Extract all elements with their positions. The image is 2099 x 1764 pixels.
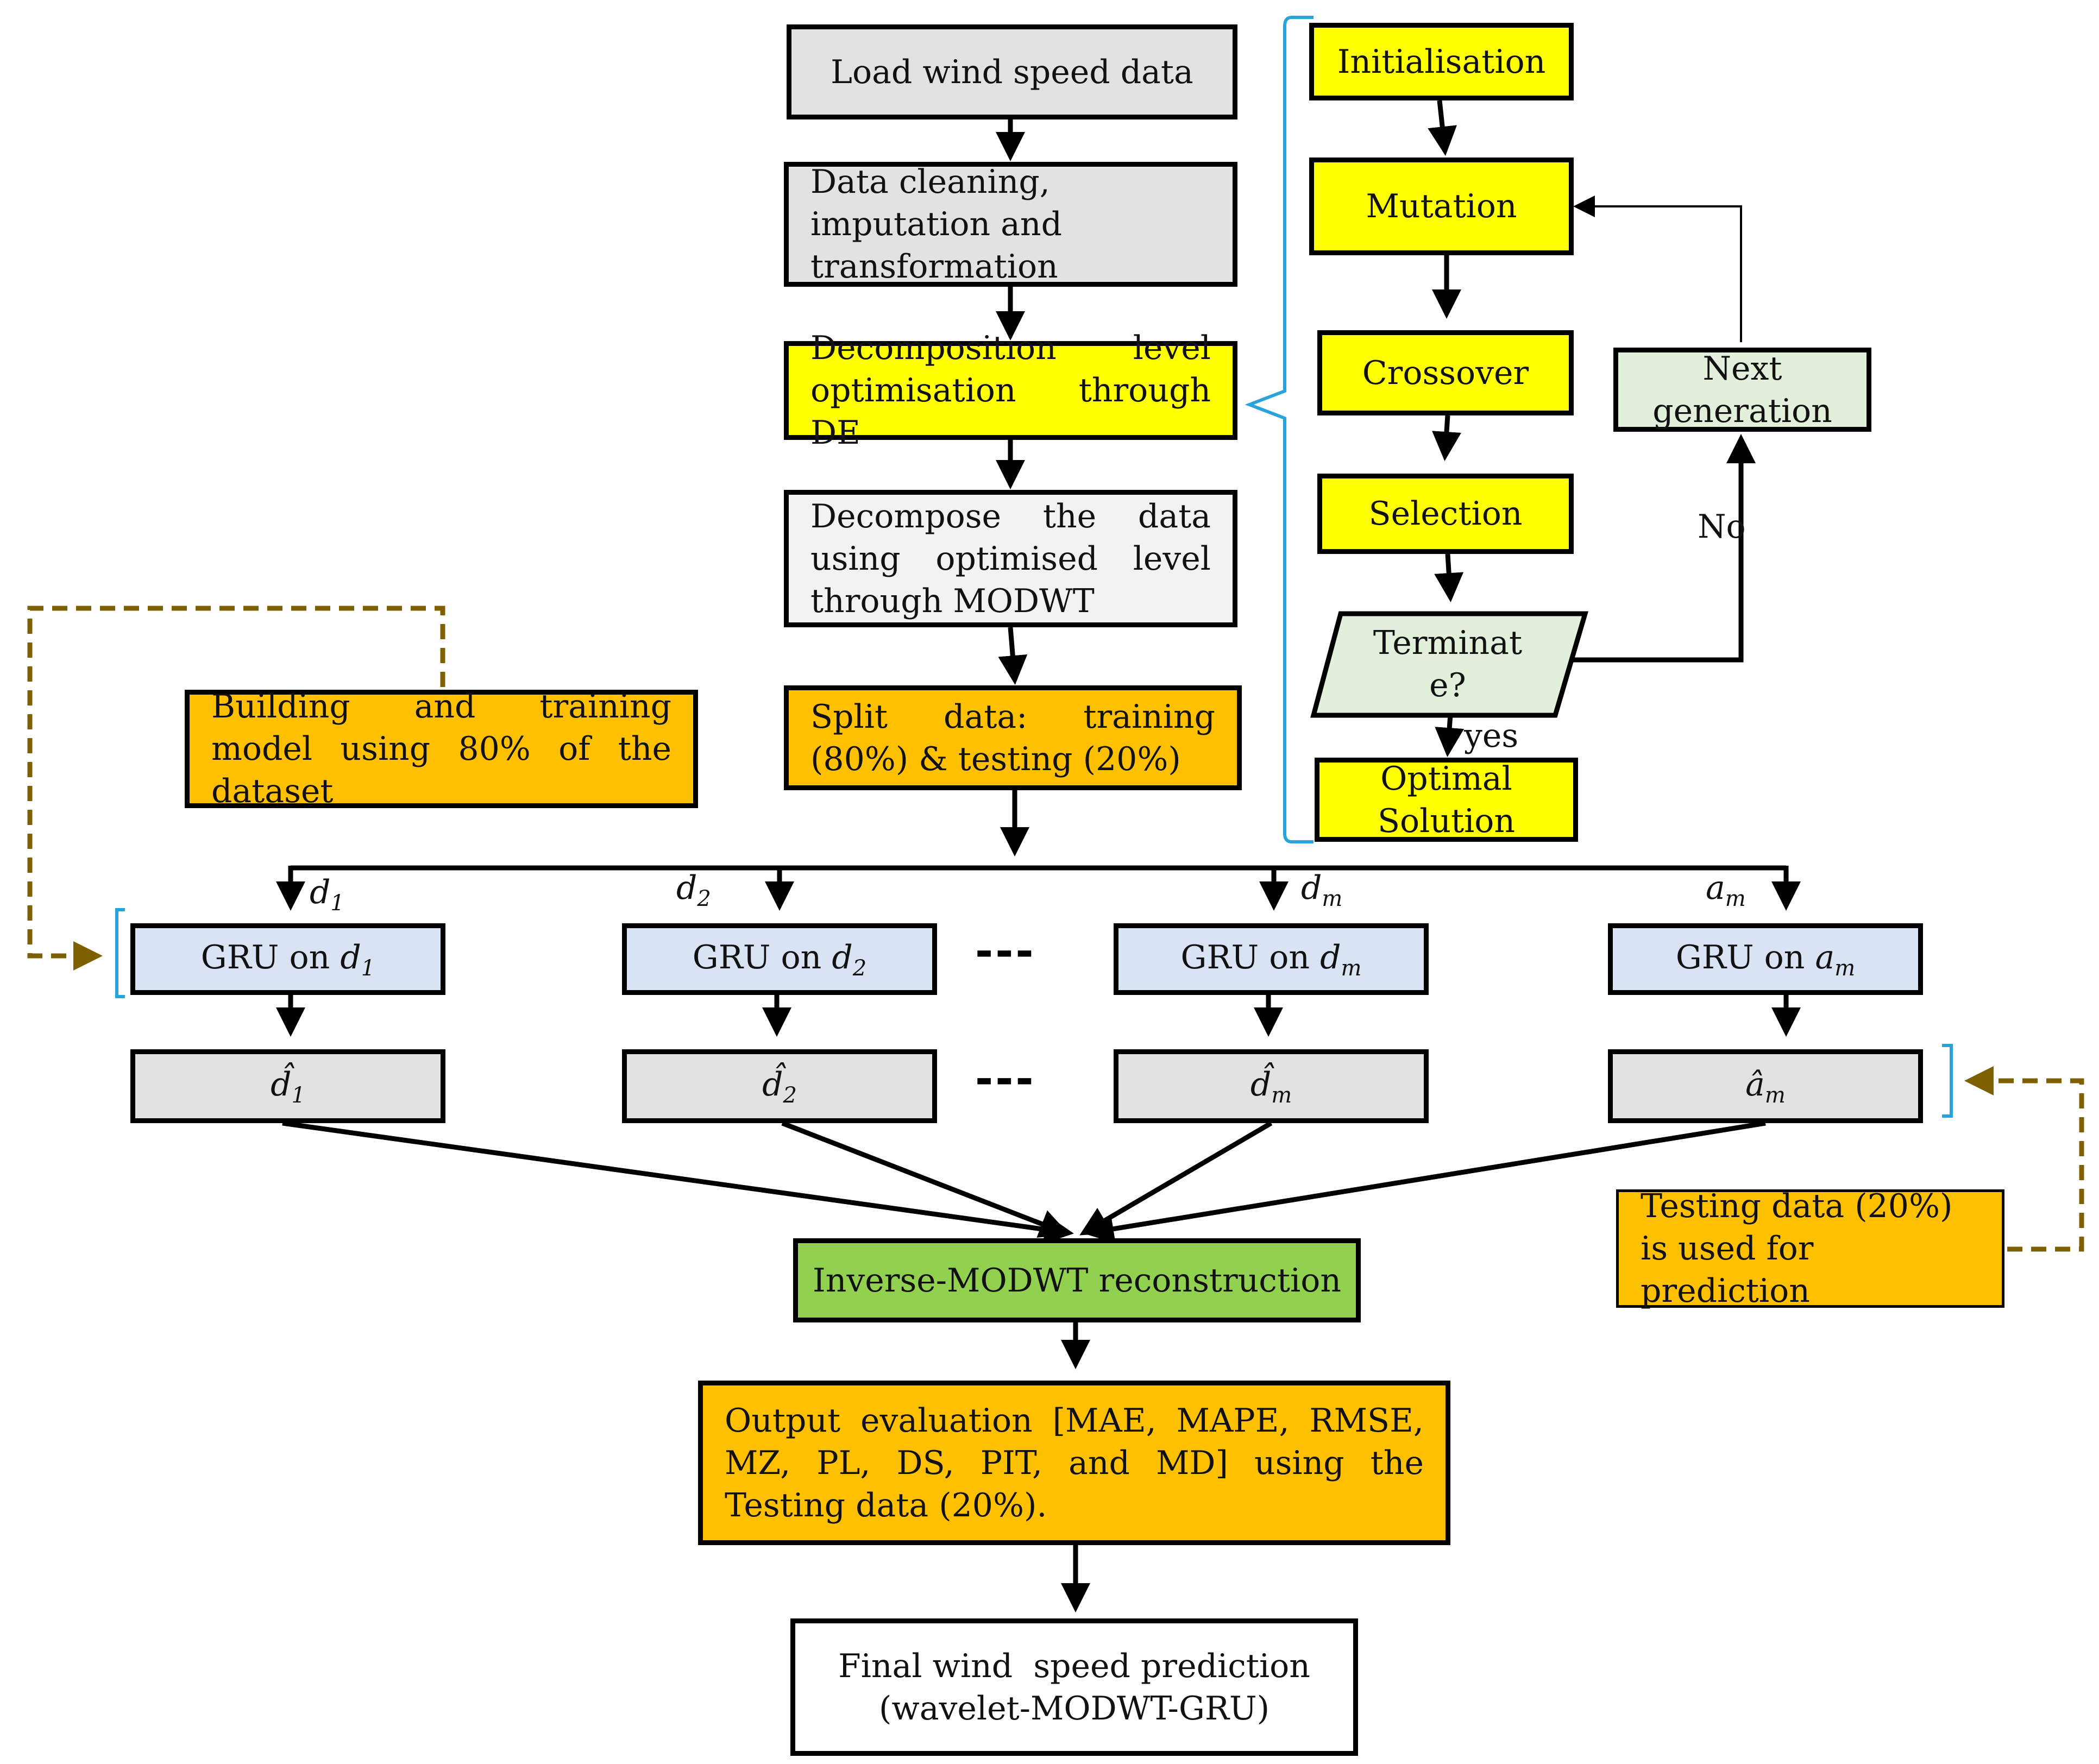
selection-box: Selection: [1317, 474, 1574, 554]
arrow-selection-to-terminate: [1434, 553, 1464, 602]
terminate-line-1: Terminat: [1373, 623, 1523, 662]
gru-d1-box: GRU on d1: [130, 923, 445, 995]
output-d2-box: d̂2: [622, 1049, 937, 1123]
data-cleaning-label: Data cleaning, imputation and transforma…: [810, 163, 1062, 286]
decomposition-optimisation-label: Decomposition level optimisation through…: [810, 329, 1211, 452]
load-data-box: Load wind speed data: [787, 24, 1237, 119]
output-am-box: âm: [1608, 1049, 1923, 1123]
output-d1-box: d̂1: [130, 1049, 445, 1123]
terminate-decision-shape: [1310, 611, 1589, 718]
final-prediction-line-2: (wavelet-MODWT-GRU): [878, 1689, 1270, 1728]
mutation-box: Mutation: [1309, 158, 1574, 255]
training-note-label: Building and training model using 80% of…: [211, 688, 671, 810]
arrow-next-to-mutation: [1573, 196, 1742, 342]
next-line-2: generation: [1652, 392, 1832, 430]
arrow-output-d1-to-reconstruction: [282, 1120, 1074, 1244]
gru-am-box: GRU on am: [1608, 923, 1923, 995]
optimal-line-1: Optimal: [1380, 759, 1512, 798]
arrow-terminate-to-next: [1570, 434, 1756, 663]
initialisation-label: Initialisation: [1337, 42, 1546, 81]
mutation-label: Mutation: [1366, 187, 1517, 225]
output-dm-box: d̂m: [1114, 1049, 1429, 1123]
branch-label-d1: d1: [310, 873, 344, 916]
evaluation-label: Output evaluation [MAE, MAPE, RMSE, MZ, …: [725, 1401, 1424, 1524]
arrow-init-to-mutation: [1428, 100, 1457, 156]
next-line-1: Next: [1702, 349, 1782, 388]
data-cleaning-box: Data cleaning, imputation and transforma…: [784, 162, 1237, 287]
testing-note-box: Testing data (20%) is used for predictio…: [1616, 1187, 2004, 1310]
reconstruction-box: Inverse-MODWT reconstruction: [793, 1238, 1361, 1322]
split-data-label: Split data: training (80%) & testing (20…: [810, 697, 1215, 778]
optimal-line-2: Solution: [1377, 802, 1516, 840]
training-dashed-connector: [27, 606, 445, 971]
evaluation-box: Output evaluation [MAE, MAPE, RMSE, MZ, …: [698, 1381, 1450, 1545]
arrow-decompose-to-split: [998, 627, 1028, 685]
testing-bracket: [1942, 1044, 1953, 1118]
next-generation-box: Next generation: [1613, 348, 1871, 432]
de-bracket: [1245, 16, 1314, 843]
final-prediction-box: Final wind speed prediction (wavelet-MOD…: [790, 1618, 1358, 1756]
terminate-decision-text: Terminat e?: [1325, 614, 1570, 714]
decompose-modwt-box: Decompose the data using optimised level…: [784, 490, 1237, 627]
gru-dm-box: GRU on dm: [1114, 923, 1429, 995]
final-prediction-line-1: Final wind speed prediction: [838, 1647, 1310, 1685]
branch-label-d2: d2: [676, 869, 711, 911]
branch-label-am: am: [1706, 869, 1746, 911]
load-data-label: Load wind speed data: [831, 53, 1193, 91]
reconstruction-label: Inverse-MODWT reconstruction: [813, 1261, 1341, 1300]
selection-label: Selection: [1368, 495, 1523, 533]
ellipsis-output-row: ---: [975, 1054, 1036, 1104]
crossover-label: Crossover: [1362, 354, 1529, 392]
branch-label-dm: dm: [1301, 869, 1343, 911]
optimal-solution-box: Optimal Solution: [1315, 758, 1578, 842]
decompose-modwt-label: Decompose the data using optimised level…: [810, 497, 1211, 620]
arrow-crossover-to-selection: [1432, 415, 1461, 461]
gru-bracket: [115, 908, 125, 998]
initialisation-box: Initialisation: [1309, 23, 1574, 100]
arrow-output-am-to-reconstruction: [1084, 1120, 1766, 1244]
gru-d2-box: GRU on d2: [622, 923, 937, 995]
testing-dashed-connector: [1964, 1066, 2084, 1252]
terminate-line-2: e?: [1429, 666, 1466, 704]
decomposition-optimisation-box: Decomposition level optimisation through…: [784, 329, 1237, 452]
training-note-box: Building and training model using 80% of…: [185, 688, 698, 810]
crossover-box: Crossover: [1317, 330, 1574, 415]
yes-label: yes: [1464, 717, 1519, 755]
testing-note-label: Testing data (20%) is used for predictio…: [1641, 1187, 1953, 1310]
ellipsis-gru-row: ---: [975, 926, 1036, 976]
no-label: No: [1698, 508, 1746, 546]
arrow-terminate-to-optimal: [1435, 714, 1465, 757]
split-data-box: Split data: training (80%) & testing (20…: [784, 685, 1242, 790]
arrow-output-d2-to-reconstruction: [781, 1120, 1070, 1238]
